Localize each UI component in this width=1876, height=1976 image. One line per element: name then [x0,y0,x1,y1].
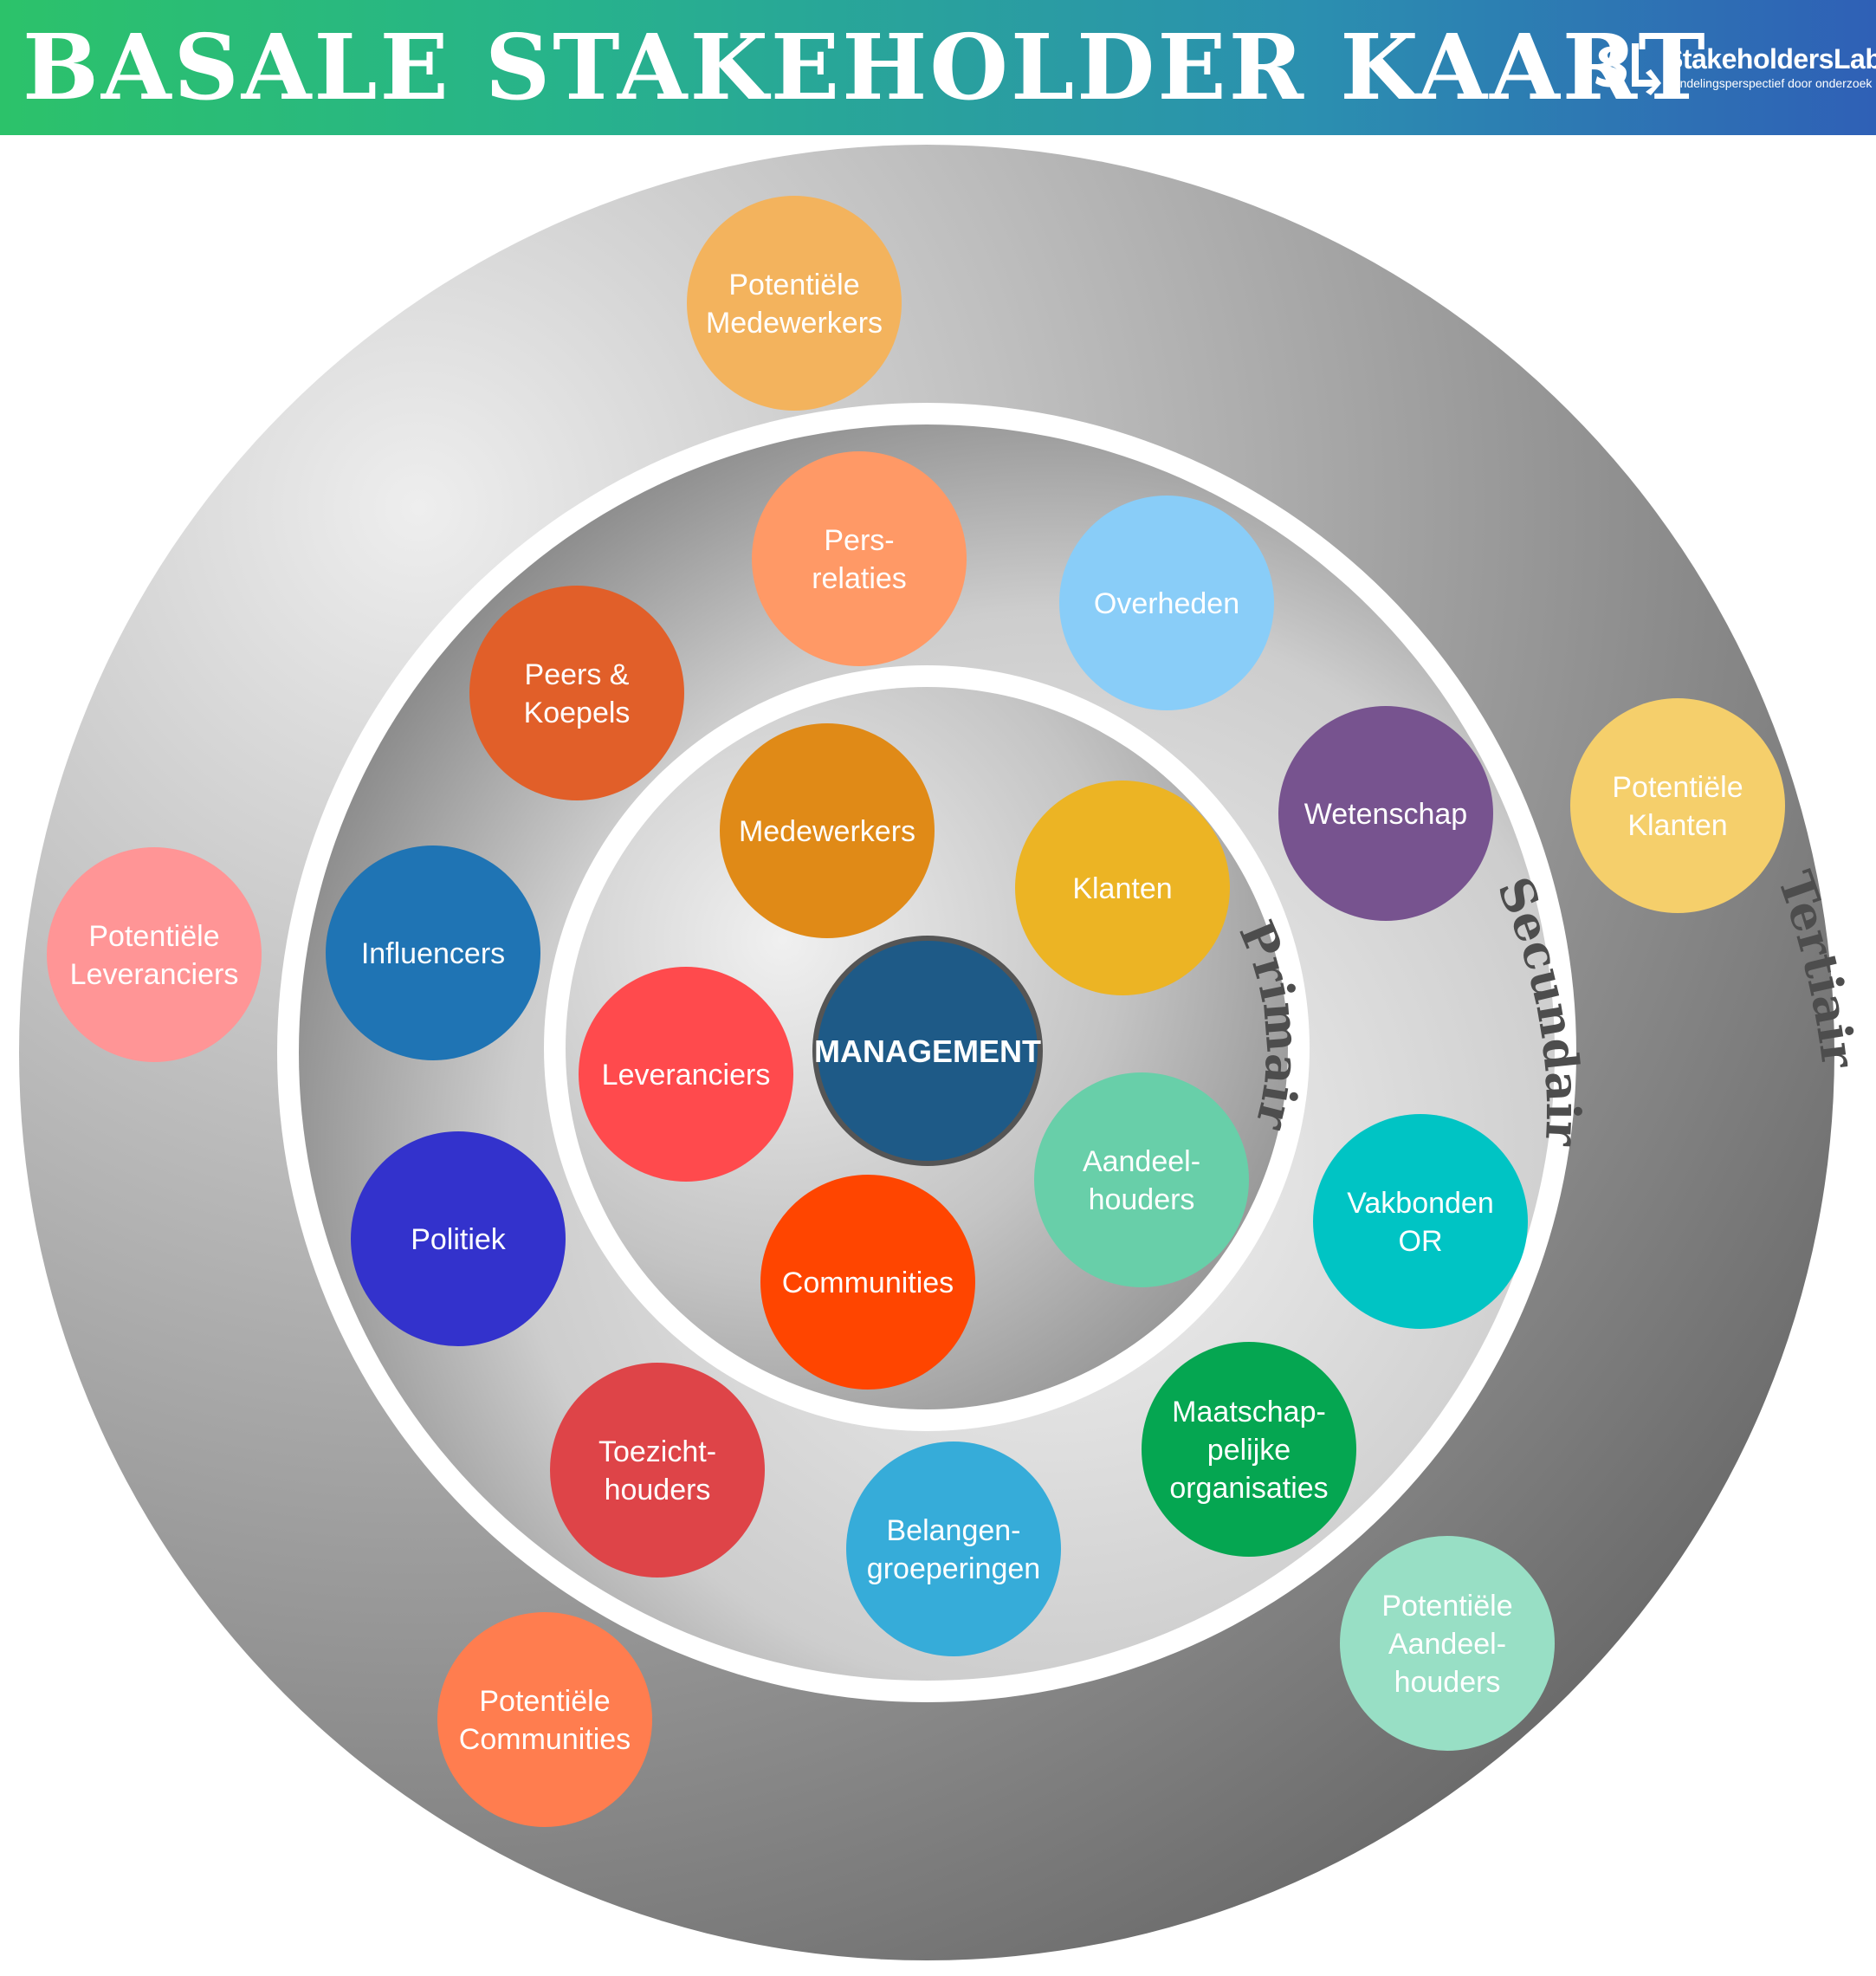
stakeholder-label: Aandeel- [1388,1628,1506,1661]
stakeholder-circle [760,1175,975,1390]
stakeholder-influencers: Influencers [326,845,540,1060]
stakeholder-circle [47,847,262,1062]
header-banner: BASALE STAKEHOLDER KAART StakeholdersLab… [0,0,1876,135]
stakeholder-label: Communities [459,1723,631,1756]
stakeholder-label: Leveranciers [602,1059,771,1092]
stakeholder-label: Medewerkers [706,307,883,340]
stakeholder-aandeelhouders: Aandeel-houders [1034,1072,1249,1287]
stakeholder-label: Potentiële [1612,771,1743,804]
stakeholder-label: Aandeel- [1083,1145,1200,1178]
stakeholder-circle [1142,1342,1356,1557]
stakeholder-label: Politiek [411,1223,507,1256]
stakeholder-label: groeperingen [867,1552,1040,1585]
stakeholder-label: houders [1089,1183,1195,1216]
stakeholder-label: houders [1394,1666,1501,1699]
stakeholder-label: Pers- [824,524,894,557]
logo-tagline: handelingsperspectief door onderzoek [1666,76,1873,90]
stakeholder-circle [550,1363,765,1578]
stakeholder-label: Vakbonden [1347,1187,1494,1220]
stakeholder-klanten: Klanten [1015,781,1230,995]
stakeholder-belangengroeperingen: Belangen-groeperingen [846,1442,1061,1656]
stakeholder-label: Peers & [525,658,630,691]
stakeholder-circle [1059,496,1274,710]
stakeholder-circle [1570,698,1785,913]
stakeholder-label: pelijke [1207,1434,1291,1467]
stakeholder-circle [579,967,793,1182]
stakeholder-circle [437,1612,652,1827]
stakeholder-circle [720,723,935,938]
page-title: BASALE STAKEHOLDER KAART [23,14,1708,120]
stakeholder-label: Overheden [1094,587,1239,620]
stakeholder-label: Belangen- [886,1514,1020,1547]
stakeholder-circle [351,1131,566,1346]
stakeholder-peers-koepels: Peers & Koepels [469,586,684,800]
management-core: MANAGEMENT [812,936,1043,1166]
stakeholder-circle [846,1442,1061,1656]
stakeholder-label: relaties [812,562,907,595]
stakeholder-label: Potentiële [728,269,859,301]
stakeholder-label: Medewerkers [739,815,915,848]
stakeholder-label: Wetenschap [1304,798,1467,831]
stakeholder-label: Klanten [1627,809,1727,842]
stakeholder-label: Potentiële [88,920,219,953]
stakeholder-label: Influencers [361,937,505,970]
stakeholder-label: Leveranciers [70,958,239,991]
stakeholder-circle [1015,781,1230,995]
sl-logo-icon [1595,43,1661,95]
stakeholder-communities: Communities [760,1175,975,1390]
stakeholder-wetenschap: Wetenschap [1278,706,1493,921]
stakeholder-label: organisaties [1169,1472,1328,1505]
stakeholder-circle [752,451,967,666]
stakeholder-label: Maatschap- [1172,1396,1326,1429]
stakeholder-circle [1340,1536,1555,1751]
stakeholder-circle [326,845,540,1060]
logo-name: StakeholdersLab [1665,43,1876,75]
stakeholder-circle [1278,706,1493,921]
stakeholder-circle [469,586,684,800]
stakeholder-overheden: Overheden [1059,496,1274,710]
stakeholder-label: Koepels [524,696,631,729]
stakeholder-circle [1313,1114,1528,1329]
stakeholder-circle [1034,1072,1249,1287]
stakeholder-label: Communities [782,1267,954,1299]
stakeholder-politiek: Politiek [351,1131,566,1346]
stakeholder-toezichthouders: Toezicht-houders [550,1363,765,1578]
stakeholder-label: Klanten [1072,872,1172,905]
stakeholder-medewerkers: Medewerkers [720,723,935,938]
stakeholder-label: houders [605,1474,711,1506]
stakeholder-label: Toezicht- [598,1435,716,1468]
management-circle [812,936,1043,1166]
stakeholder-circle [687,196,902,411]
stakeholder-label: Potentiële [1381,1590,1512,1623]
stakeholder-bubbles: MedewerkersKlantenLeveranciersAandeel-ho… [47,196,1785,1827]
stakeholderslab-logo: StakeholdersLab handelingsperspectief do… [1592,40,1876,95]
stakeholder-pers-relaties: Pers-relaties [752,451,967,666]
stakeholder-maatschappelijke-organisaties: Maatschap-pelijke organisaties [1142,1342,1356,1557]
stakeholder-label: Potentiële [479,1685,610,1718]
stakeholder-label: OR [1399,1225,1443,1258]
management-label: MANAGEMENT [814,1033,1041,1069]
stakeholder-leveranciers: Leveranciers [579,967,793,1182]
